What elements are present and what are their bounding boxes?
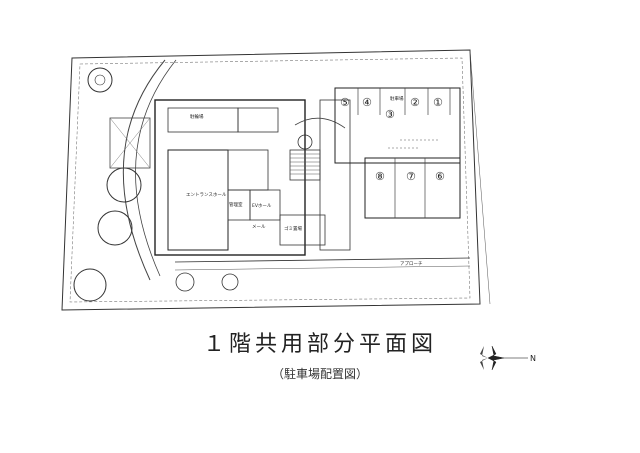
north-arrow-icon: N <box>480 345 536 371</box>
plan-subtitle: （駐車場配置図） <box>271 367 368 381</box>
stair-treads <box>290 153 320 175</box>
tree-circle <box>73 268 107 302</box>
management-label: 管理室 <box>229 201 243 208</box>
mail-label: メール <box>252 225 266 230</box>
parking-dividers-upper <box>357 88 451 115</box>
parking-number-8: ⑧ <box>375 170 385 183</box>
site-boundary <box>61 49 481 311</box>
entrance-hall-label: エントランスホール <box>186 192 227 198</box>
planting-bed <box>109 117 151 169</box>
parking-number-1: ① <box>433 96 443 109</box>
bicycle-label: 駐輪場 <box>190 113 204 120</box>
parking-area-upper <box>334 87 461 164</box>
parking-number-7: ⑦ <box>406 170 416 183</box>
curved-path-outer <box>122 59 166 281</box>
parking-dividers-lower <box>394 158 426 218</box>
parking-area-lower <box>364 157 461 219</box>
upper-room <box>167 107 239 133</box>
ev-hall-label: EVホール <box>252 203 272 209</box>
parking-number-2: ② <box>410 96 420 109</box>
parking-number-4: ④ <box>362 96 372 109</box>
road-line <box>469 49 491 305</box>
tree-circle <box>175 272 195 292</box>
canopy-curve <box>294 117 346 129</box>
trash-room <box>279 214 326 246</box>
north-label: N <box>530 354 536 363</box>
parking-number-5: ⑤ <box>340 96 350 109</box>
parking-number-3: ③ <box>385 108 395 121</box>
floor-plan-drawing: ⑤ ④ ③ ② ① ⑧ ⑦ ⑥ エントランスホール EVホール 管理室 駐車場 … <box>61 49 491 311</box>
parking-label: 駐車場 <box>390 95 404 102</box>
tree-circle <box>97 210 133 246</box>
tree-circle <box>221 273 239 291</box>
building-outline <box>154 99 306 256</box>
road-line <box>174 257 471 263</box>
road-line <box>174 265 471 271</box>
upper-room <box>237 107 279 133</box>
trash-label: ゴミ置場 <box>284 225 302 232</box>
plan-title: １階共用部分平面図 <box>202 332 437 357</box>
approach-label: アプローチ <box>400 261 423 267</box>
curved-path-inner <box>135 59 177 277</box>
ev-hall <box>249 189 281 221</box>
tree-circle <box>87 67 113 93</box>
parking-number-6: ⑥ <box>435 170 445 183</box>
tree-circle-inner <box>94 74 106 86</box>
setback-line <box>69 57 471 303</box>
core-room <box>227 149 269 191</box>
entrance-hall <box>167 149 229 251</box>
